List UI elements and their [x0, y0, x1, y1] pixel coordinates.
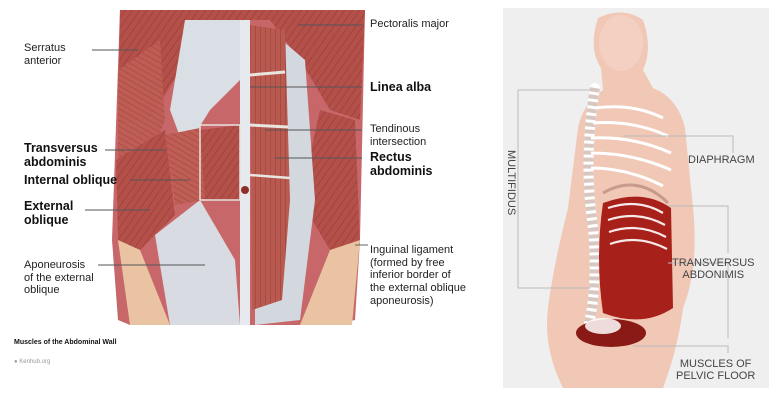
linea-alba: [240, 20, 250, 325]
label-pectoralis-major: Pectoralis major: [370, 18, 449, 31]
label-multifidus: MULTIFIDUS: [505, 150, 517, 215]
label-transversus-abdonimis: TRANSVERSUS ABDONIMIS: [672, 257, 755, 281]
label-pelvic-floor: MUSCLES OF PELVIC FLOOR: [676, 358, 755, 382]
label-serratus-anterior: Serratus anterior: [24, 42, 66, 67]
label-aponeurosis: Aponeurosis of the external oblique: [24, 259, 94, 297]
label-internal-oblique: Internal oblique: [24, 173, 117, 187]
transversus-abdonimis-muscle: [599, 197, 673, 320]
abdominal-wall-illustration: [0, 0, 500, 395]
navel: [241, 186, 249, 194]
core-muscles-illustration: [503, 8, 769, 388]
credit-label: Kenhub.org: [19, 359, 50, 365]
internal-oblique: [200, 125, 240, 200]
rectus-abdominis: [250, 25, 290, 310]
label-inguinal-ligament: Inguinal ligament (formed by free inferi…: [370, 244, 466, 307]
figure-caption: Muscles of the Abdominal Wall: [14, 339, 117, 347]
label-diaphragm: DIAPHRAGM: [688, 154, 755, 166]
label-linea-alba: Linea alba: [370, 80, 431, 94]
label-transversus-abdominis: Transversus abdominis: [24, 141, 98, 170]
label-tendinous-intersection: Tendinous intersection: [370, 123, 426, 148]
credit-text: ● Kenhub.org: [14, 352, 50, 366]
label-external-oblique: External oblique: [24, 199, 73, 228]
label-rectus-abdominis: Rectus abdominis: [370, 150, 433, 179]
